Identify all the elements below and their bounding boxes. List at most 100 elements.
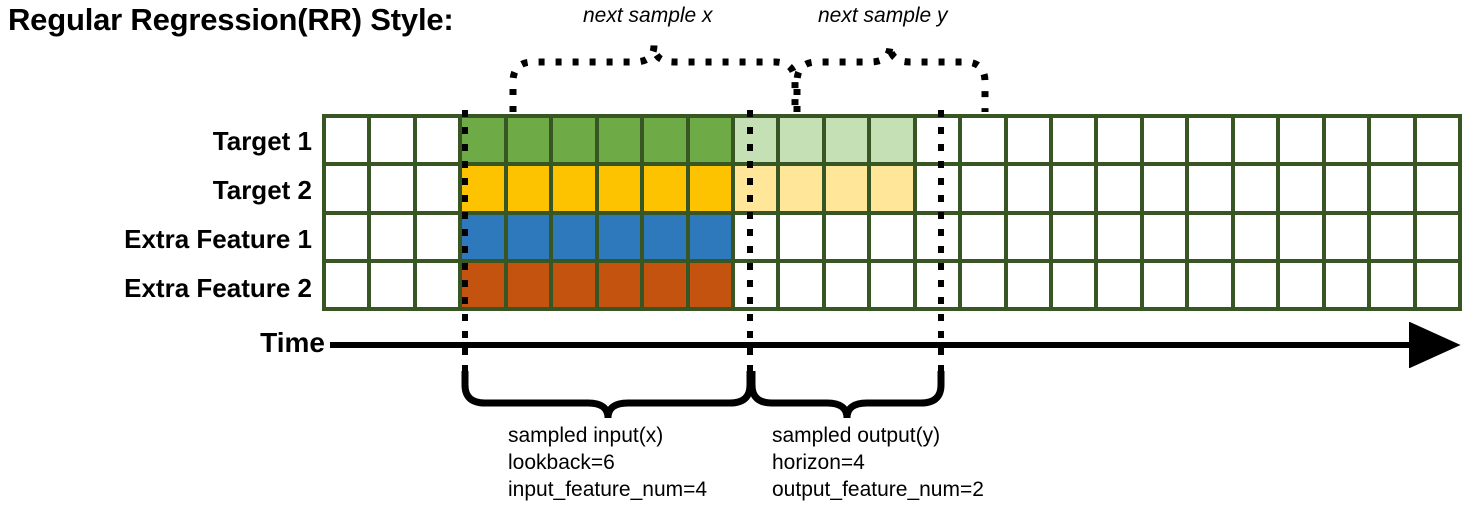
grid-cell xyxy=(462,262,504,307)
grid-cell xyxy=(871,262,913,307)
grid-cell xyxy=(734,118,777,163)
sampled-input-lookback: lookback=6 xyxy=(508,451,615,474)
grid-cell xyxy=(1053,118,1095,163)
grid-cell xyxy=(871,214,913,259)
grid-cell xyxy=(1416,166,1458,211)
grid-cell xyxy=(598,262,641,307)
grid-cell xyxy=(644,166,686,211)
grid-cell xyxy=(825,166,868,211)
grid-cell xyxy=(1371,166,1413,211)
grid-cell xyxy=(1371,118,1413,163)
sampled-input-title: sampled input(x) xyxy=(508,424,664,447)
dotted-brace-next-sample-y xyxy=(793,44,989,112)
grid-cell xyxy=(507,214,550,259)
grid-cell xyxy=(1325,214,1368,259)
grid-cell xyxy=(644,262,686,307)
grid-cell xyxy=(1007,214,1050,259)
grid-cell xyxy=(689,118,731,163)
row-label-extra-feature-2: Extra Feature 2 xyxy=(124,273,312,303)
grid-cell xyxy=(1280,214,1322,259)
dotted-brace-next-sample-x xyxy=(509,44,799,112)
grid-cell xyxy=(507,166,550,211)
grid-cell xyxy=(326,262,368,307)
grid-cell xyxy=(689,166,731,211)
grid-cell xyxy=(553,262,595,307)
grid-cell xyxy=(1189,166,1231,211)
grid-cell xyxy=(962,262,1004,307)
grid-cell xyxy=(1053,262,1095,307)
grid-cell xyxy=(553,214,595,259)
grid-cell xyxy=(553,166,595,211)
grid-cell xyxy=(644,214,686,259)
grid-cell xyxy=(916,166,959,211)
grid-cell xyxy=(1098,214,1140,259)
grid-cell xyxy=(416,262,459,307)
grid-cell xyxy=(371,214,413,259)
grid-cell xyxy=(1325,166,1368,211)
grid-cell xyxy=(507,262,550,307)
grid-cell xyxy=(689,214,731,259)
grid-cell xyxy=(507,118,550,163)
grid-cell xyxy=(1325,118,1368,163)
grid-cell xyxy=(326,166,368,211)
grid-cell xyxy=(916,262,959,307)
grid-cell xyxy=(371,118,413,163)
grid-cell xyxy=(1143,214,1186,259)
row-label-target-1: Target 1 xyxy=(212,126,312,156)
grid-cell xyxy=(1007,262,1050,307)
grid-cell xyxy=(780,262,822,307)
grid-cell xyxy=(962,118,1004,163)
grid-cell xyxy=(1189,118,1231,163)
grid-cell xyxy=(1371,214,1413,259)
grid-cell xyxy=(553,118,595,163)
row-label-extra-feature-1: Extra Feature 1 xyxy=(124,224,312,254)
grid-cell xyxy=(825,262,868,307)
grid-cell xyxy=(1234,214,1277,259)
grid-cell xyxy=(1143,166,1186,211)
grid-cell xyxy=(326,118,368,163)
grid-cell xyxy=(780,214,822,259)
caption-next-sample-y: next sample y xyxy=(818,4,948,27)
time-axis-label: Time xyxy=(260,327,325,358)
grid-cell xyxy=(1189,262,1231,307)
grid-cell xyxy=(416,166,459,211)
grid-cell xyxy=(1416,214,1458,259)
grid-cell xyxy=(1143,118,1186,163)
grid-cell xyxy=(1053,214,1095,259)
grid-cell xyxy=(371,166,413,211)
grid-cell xyxy=(689,262,731,307)
time-axis-arrow xyxy=(330,322,1461,368)
sampled-output-feature-num: output_feature_num=2 xyxy=(772,478,984,501)
grid-cell xyxy=(825,118,868,163)
grid-cell xyxy=(734,166,777,211)
grid-cell xyxy=(1416,118,1458,163)
grid-cell xyxy=(780,118,822,163)
grid-cell xyxy=(1098,262,1140,307)
grid-cell xyxy=(916,118,959,163)
grid-cell xyxy=(326,214,368,259)
sampled-output-horizon: horizon=4 xyxy=(772,451,865,474)
solid-brace-sampled-input xyxy=(461,371,754,419)
grid-cell xyxy=(962,166,1004,211)
grid-cell xyxy=(1189,214,1231,259)
grid-cell xyxy=(462,166,504,211)
grid-cell xyxy=(1098,166,1140,211)
grid-cell xyxy=(962,214,1004,259)
grid-cell xyxy=(734,214,777,259)
grid-cell xyxy=(371,262,413,307)
grid-cell xyxy=(1371,262,1413,307)
grid-cell xyxy=(1280,118,1322,163)
grid-cell xyxy=(780,166,822,211)
grid-cell xyxy=(825,214,868,259)
grid-cell xyxy=(734,262,777,307)
grid-cell xyxy=(916,214,959,259)
timeseries-grid xyxy=(322,114,1462,311)
row-label-column: Target 1 Target 2 Extra Feature 1 Extra … xyxy=(0,115,312,311)
grid-cell xyxy=(1280,166,1322,211)
grid-cell xyxy=(1325,262,1368,307)
grid-cell xyxy=(462,118,504,163)
grid-cell xyxy=(1143,262,1186,307)
row-label-target-2: Target 2 xyxy=(212,175,312,205)
grid-cell xyxy=(416,118,459,163)
